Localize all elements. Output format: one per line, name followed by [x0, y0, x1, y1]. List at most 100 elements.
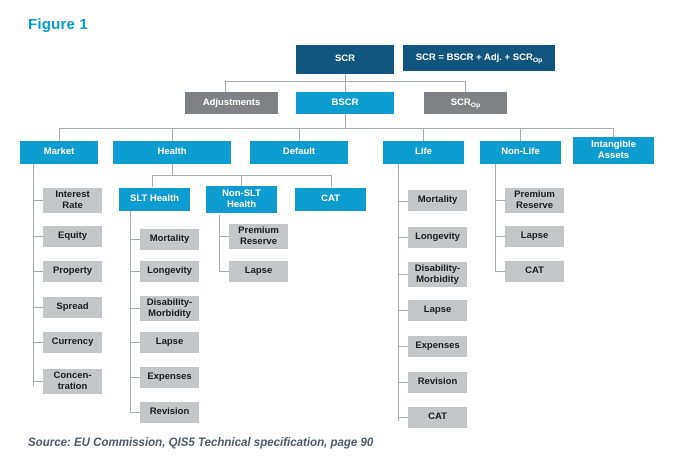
node-slt-health-risk-line1: Revision [149, 406, 190, 418]
node-life-risk[interactable]: Revision [408, 372, 467, 393]
connector-slt-stub-2 [130, 271, 140, 272]
connector-slt-stub-3 [130, 308, 140, 309]
node-market-risk-line1: Interest [55, 188, 90, 200]
node-slt-health-risk-line1: Mortality [149, 233, 190, 245]
connector-market-stub-4 [33, 307, 43, 308]
connector-life-drop [423, 128, 424, 141]
node-bscr-label: BSCR [331, 96, 359, 108]
node-life-risk[interactable]: Longevity [408, 227, 467, 248]
connector-module-bus [59, 128, 614, 129]
connector-market-stub-2 [33, 236, 43, 237]
node-slt-health-risk[interactable]: Longevity [140, 261, 199, 282]
connector-health-down [172, 164, 173, 175]
node-life-risk-line1: Mortality [417, 194, 458, 206]
connector-life-stub-6 [398, 382, 408, 383]
node-module-default[interactable]: Default [250, 141, 348, 164]
node-market-risk-line2: Rate [62, 199, 83, 211]
node-non-slt-health-risk[interactable]: Lapse [229, 261, 288, 282]
node-market-risk-line2: tration [57, 380, 88, 392]
connector-life-stub-4 [398, 310, 408, 311]
node-module-intangible-assets[interactable]: Intangible Assets [573, 137, 654, 164]
node-slt-health-label: SLT Health [130, 193, 179, 205]
connector-slt-stub-1 [130, 239, 140, 240]
node-module-intangible-assets-line1: Intangible [591, 138, 636, 150]
node-scr[interactable]: SCR [296, 45, 394, 74]
node-non-slt-health-line2: Health [226, 198, 257, 210]
node-non-slt-health[interactable]: Non-SLT Health [206, 186, 277, 213]
node-module-life[interactable]: Life [383, 141, 464, 164]
connector-bscr-drop [345, 81, 346, 94]
node-market-risk[interactable]: Spread [43, 297, 102, 318]
node-market-risk[interactable]: Concen- tration [43, 369, 102, 394]
connector-slt-stub-6 [130, 412, 140, 413]
node-market-risk[interactable]: Currency [43, 332, 102, 353]
node-slt-health-risk[interactable]: Mortality [140, 229, 199, 250]
node-scr-op[interactable]: SCROp [424, 92, 507, 114]
node-scr-label: SCR [334, 53, 356, 65]
node-module-non-life[interactable]: Non-Life [480, 141, 561, 164]
connector-slthealth-drop [152, 175, 153, 187]
node-slt-health-risk[interactable]: Disability- Morbidity [140, 296, 199, 321]
node-market-risk[interactable]: Property [43, 261, 102, 282]
node-slt-health-risk-line2: Morbidity [148, 307, 191, 319]
node-slt-health-risk[interactable]: Expenses [140, 367, 199, 388]
node-slt-health[interactable]: SLT Health [119, 188, 190, 211]
node-slt-health-risk[interactable]: Lapse [140, 332, 199, 353]
connector-adjustments-drop [225, 81, 226, 94]
node-life-risk[interactable]: Expenses [408, 336, 467, 357]
node-non-life-risk[interactable]: Premium Reserve [505, 188, 564, 213]
node-slt-health-risk-line1: Lapse [155, 336, 184, 348]
node-module-intangible-assets-line2: Assets [597, 149, 630, 161]
node-market-risk-line1: Property [52, 265, 93, 277]
node-life-risk-line1: Disability- [414, 262, 461, 274]
connector-default-drop [299, 128, 300, 141]
node-bscr[interactable]: BSCR [296, 92, 394, 114]
connector-nonslt-stub-2 [219, 271, 229, 272]
node-module-life-label: Life [415, 146, 432, 158]
connector-nonslt-stub-1 [219, 236, 229, 237]
node-life-risk[interactable]: Mortality [408, 190, 467, 211]
connector-intangible-drop [613, 128, 614, 141]
connector-nonslt-drop [241, 175, 242, 187]
node-non-life-risk[interactable]: Lapse [505, 226, 564, 247]
formula-text: SCR = BSCR + Adj. + SCROp [415, 51, 543, 64]
connector-nonlife-stub-1 [495, 200, 505, 201]
node-module-default-label: Default [282, 146, 316, 158]
node-market-risk-line1: Spread [56, 301, 89, 313]
connector-life-stub-3 [398, 274, 408, 275]
node-non-life-risk-line1: CAT [525, 265, 544, 277]
formula-subscript: Op [532, 56, 543, 64]
node-cat-health-label: CAT [321, 193, 340, 205]
node-market-risk[interactable]: Equity [43, 226, 102, 247]
node-life-risk-line1: Expenses [415, 340, 460, 352]
node-life-risk[interactable]: Disability- Morbidity [408, 262, 467, 287]
node-non-slt-health-risk[interactable]: Premium Reserve [229, 224, 288, 249]
node-non-slt-health-risk-line1: Lapse [244, 265, 273, 277]
node-market-risk-line1: Equity [57, 230, 88, 242]
node-market-risk-line1: Concen- [53, 369, 92, 381]
connector-nonlife-stub-2 [495, 236, 505, 237]
node-life-risk[interactable]: CAT [408, 407, 467, 428]
node-life-risk[interactable]: Lapse [408, 300, 467, 321]
connector-slt-stub-5 [130, 377, 140, 378]
connector-life-stub-1 [398, 201, 408, 202]
node-non-life-risk[interactable]: CAT [505, 261, 564, 282]
node-market-risk[interactable]: Interest Rate [43, 188, 102, 213]
node-non-life-risk-line1: Lapse [520, 230, 549, 242]
connector-slthealth-spine [130, 211, 131, 412]
node-non-slt-health-line1: Non-SLT [222, 187, 261, 199]
node-slt-health-risk[interactable]: Revision [140, 402, 199, 423]
node-life-risk-line1: Longevity [415, 231, 460, 243]
node-module-market[interactable]: Market [20, 141, 98, 164]
node-non-slt-health-risk-line1: Premium [238, 224, 279, 236]
node-non-life-risk-line1: Premium [514, 188, 555, 200]
node-adjustments[interactable]: Adjustments [185, 92, 278, 114]
node-slt-health-risk-line1: Disability- [146, 296, 193, 308]
connector-bscr-down [345, 114, 346, 128]
connector-life-stub-2 [398, 237, 408, 238]
node-module-health[interactable]: Health [113, 141, 231, 164]
connector-market-stub-3 [33, 271, 43, 272]
connector-cat-drop [331, 175, 332, 187]
node-cat-health[interactable]: CAT [295, 188, 366, 211]
connector-life-stub-7 [398, 417, 408, 418]
